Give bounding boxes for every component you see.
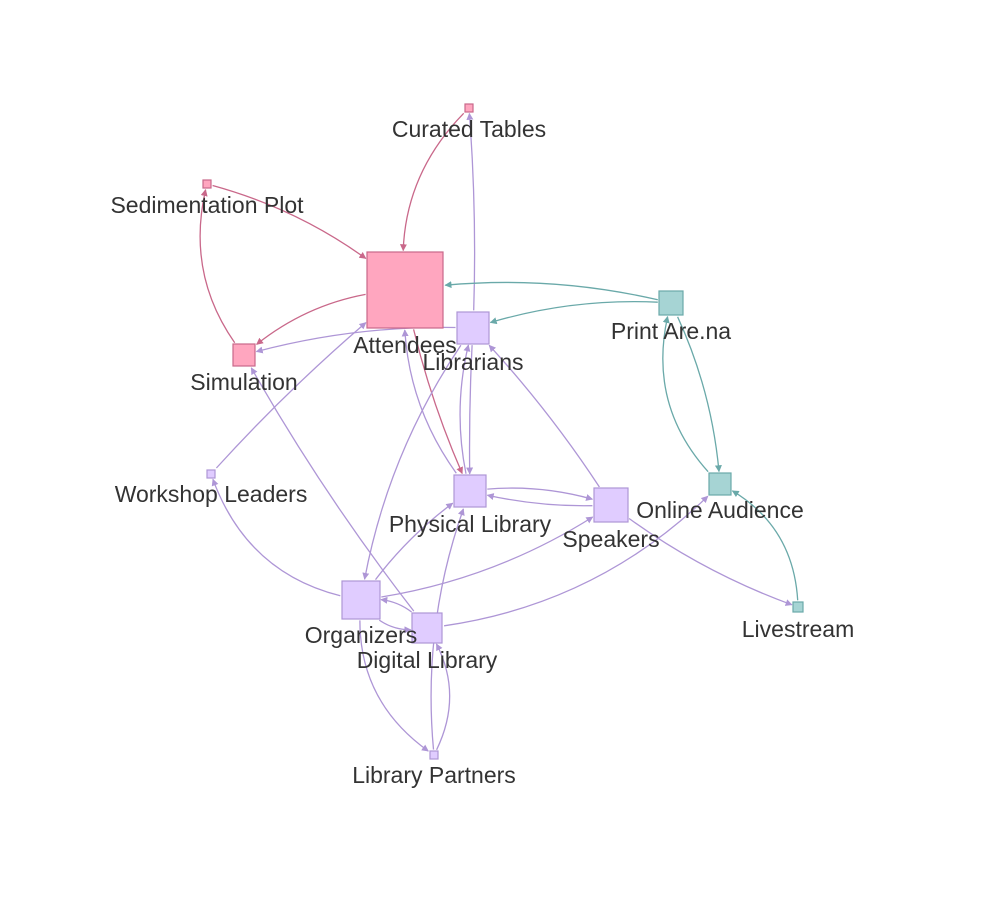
- edge-print-arena-to-online-audience: [677, 316, 722, 473]
- edge-organizers-to-workshop-leaders: [211, 478, 341, 597]
- node-label-speakers: Speakers: [562, 526, 659, 552]
- edge-attendees-to-simulation: [256, 293, 366, 345]
- edge-physical-library-to-speakers: [487, 487, 594, 501]
- edge-online-audience-to-print-arena: [662, 315, 709, 473]
- node-attendees[interactable]: [366, 251, 444, 329]
- node-livestream[interactable]: [792, 601, 804, 613]
- edge-digital-library-to-simulation: [250, 367, 415, 612]
- edge-librarians-to-organizers: [362, 344, 462, 580]
- edge-librarians-to-curated-tables: [466, 112, 476, 311]
- node-label-curated-tables: Curated Tables: [392, 116, 546, 142]
- edge-organizers-to-library-partners: [359, 620, 429, 752]
- edge-simulation-to-sedimentation-plot: [199, 189, 236, 344]
- node-print-arena[interactable]: [658, 290, 684, 316]
- node-label-attendees: Attendees: [353, 332, 457, 358]
- node-library-partners[interactable]: [429, 750, 439, 760]
- edge-curated-tables-to-attendees: [399, 112, 465, 252]
- edge-organizers-to-speakers: [381, 516, 594, 598]
- edge-digital-library-to-organizers: [380, 596, 412, 613]
- node-label-online-audience: Online Audience: [636, 497, 804, 523]
- edge-print-arena-to-attendees: [444, 281, 658, 301]
- node-label-simulation: Simulation: [190, 369, 297, 395]
- node-digital-library[interactable]: [411, 612, 443, 644]
- nodes-layer: [202, 103, 804, 760]
- edge-digital-library-to-online-audience: [444, 495, 709, 627]
- node-label-workshop-leaders: Workshop Leaders: [115, 481, 308, 507]
- edge-attendees-to-physical-library: [412, 329, 463, 475]
- node-label-sedimentation-plot: Sedimentation Plot: [110, 192, 304, 218]
- node-librarians[interactable]: [456, 311, 490, 345]
- node-label-print-arena: Print Are.na: [611, 318, 731, 344]
- node-physical-library[interactable]: [453, 474, 487, 508]
- edge-library-partners-to-digital-library: [435, 643, 451, 751]
- edge-organizers-to-digital-library: [378, 619, 412, 634]
- node-curated-tables[interactable]: [464, 103, 474, 113]
- edge-livestream-to-online-audience: [731, 490, 799, 601]
- edge-sedimentation-plot-to-attendees: [212, 184, 367, 260]
- node-label-physical-library: Physical Library: [389, 511, 552, 537]
- node-sedimentation-plot[interactable]: [202, 179, 212, 189]
- node-online-audience[interactable]: [708, 472, 732, 496]
- node-speakers[interactable]: [593, 487, 629, 523]
- node-label-organizers: Organizers: [305, 622, 417, 648]
- edge-physical-library-to-librarians: [459, 344, 471, 474]
- edge-workshop-leaders-to-attendees: [215, 322, 367, 469]
- node-workshop-leaders[interactable]: [206, 469, 216, 479]
- edge-physical-library-to-attendees: [401, 329, 457, 474]
- edge-speakers-to-physical-library: [486, 493, 593, 507]
- node-simulation[interactable]: [232, 343, 256, 367]
- edge-speakers-to-livestream: [628, 517, 793, 606]
- node-organizers[interactable]: [341, 580, 381, 620]
- node-label-livestream: Livestream: [742, 616, 854, 642]
- edges-layer: [199, 112, 799, 752]
- edge-librarians-to-physical-library: [466, 345, 474, 475]
- node-label-digital-library: Digital Library: [357, 647, 498, 673]
- edge-print-arena-to-librarians: [489, 300, 658, 325]
- edge-speakers-to-librarians: [488, 344, 600, 488]
- node-label-library-partners: Library Partners: [352, 762, 516, 788]
- node-label-librarians: Librarians: [423, 349, 524, 375]
